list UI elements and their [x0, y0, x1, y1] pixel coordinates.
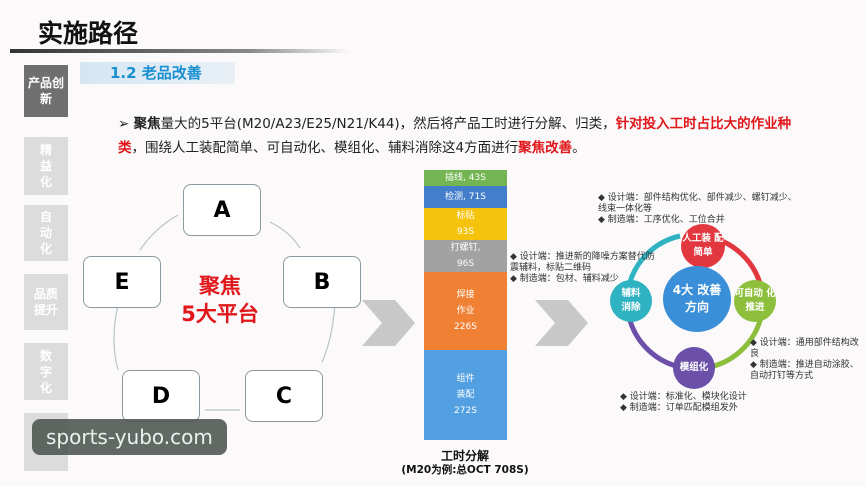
notes-bottom: ◆ 设计端：标准化、模块化设计◆ 制造端：订单匹配模组发外	[620, 392, 800, 414]
breakdown-subcaption: (M20为例:总OCT 708S)	[401, 464, 529, 476]
notes-top: ◆ 设计端：部件结构优化、部件减少、螺钉减少、线束一体化等◆ 制造端：工序优化、…	[598, 193, 798, 226]
desc-text: 量大的5平台(M20/A23/E25/N21/K44)，然后将产品工时进行分解、…	[160, 116, 616, 132]
title-divider	[10, 49, 350, 53]
segment-assembly: 组件 装配 272S	[424, 350, 507, 440]
desc-highlight: 针对投入工时占比大的作业种类	[118, 116, 792, 156]
sidebar-item-digital[interactable]: 数字化	[24, 343, 68, 400]
sidebar-item-quality[interactable]: 品质提升	[24, 274, 68, 330]
note-item: ◆ 设计端：推进新的降噪方案替代防震辅料，标贴二维码	[510, 252, 655, 273]
node-a: A	[183, 184, 261, 236]
notes-left: ◆ 设计端：推进新的降噪方案替代防震辅料，标贴二维码◆ 制造端：包材、辅料减少	[510, 252, 660, 285]
note-item: ◆ 设计端：通用部件结构改良	[750, 338, 859, 359]
segment-test: 检测, 71S	[424, 186, 507, 208]
direction-automation: 可自动 化推进	[734, 280, 776, 322]
direction-remove-accessories: 辅料 消除	[610, 280, 652, 322]
note-item: ◆ 制造端：推进自动涂胶、自动打钉等方式	[750, 360, 859, 381]
desc-end: 。	[572, 140, 586, 156]
chevron-arrow-2	[535, 300, 588, 346]
page-title: 实施路径	[38, 19, 139, 48]
node-b: B	[283, 256, 361, 308]
direction-manual-assembly: 人工装 配简单	[681, 224, 725, 268]
watermark: sports-yubo.com	[32, 419, 227, 455]
focus-label: 聚焦 5大平台	[170, 272, 270, 328]
segment-label: 标贴 93S	[424, 208, 507, 240]
segment-wiring: 插线, 43S	[424, 170, 507, 186]
node-c: C	[245, 370, 323, 422]
note-item: ◆ 设计端：标准化、模块化设计	[620, 392, 747, 402]
note-item: ◆ 设计端：部件结构优化、部件减少、螺钉减少、线束一体化等	[598, 193, 797, 214]
sidebar-item-automation[interactable]: 自动化	[24, 205, 68, 261]
section-heading: 1.2 老品改善	[80, 62, 235, 84]
direction-modular: 模组化	[673, 347, 715, 389]
desc-focus: 聚焦	[133, 116, 161, 132]
directions-center: 4大 改善 方向	[663, 266, 731, 332]
node-e: E	[83, 256, 161, 308]
note-item: ◆ 制造端：订单匹配模组发外	[620, 403, 738, 413]
focus-line-2: 5大平台	[181, 302, 259, 326]
desc-highlight-2: 聚焦改善	[518, 140, 573, 156]
description: ➢ 聚焦量大的5平台(M20/A23/E25/N21/K44)，然后将产品工时进…	[118, 116, 792, 156]
desc-text-2: ，围绕人工装配简单、可自动化、模组化、辅料消除这4方面进行	[131, 140, 519, 156]
breakdown-caption: 工时分解	[440, 449, 489, 463]
sidebar-item-product-innovation[interactable]: 产品创新	[24, 65, 68, 117]
segment-welding: 焊接 作业 226S	[424, 272, 507, 350]
chevron-arrow-1	[362, 300, 415, 346]
sidebar-item-lean[interactable]: 精益化	[24, 137, 68, 195]
node-d: D	[122, 370, 200, 422]
segment-screw: 打螺钉, 96S	[424, 240, 507, 272]
focus-line-1: 聚焦	[199, 274, 241, 298]
note-item: ◆ 制造端：工序优化、工位合并	[598, 215, 725, 225]
notes-right: ◆ 设计端：通用部件结构改良◆ 制造端：推进自动涂胶、自动打钉等方式	[750, 338, 866, 382]
note-item: ◆ 制造端：包材、辅料减少	[510, 274, 619, 284]
